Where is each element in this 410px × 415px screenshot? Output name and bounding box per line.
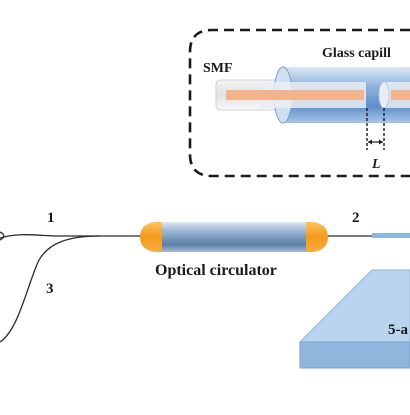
translation-stage xyxy=(298,269,410,369)
fiber-core-right xyxy=(391,90,410,100)
fiber-port-3 xyxy=(0,235,101,343)
inset-panel: SMF Glass capill L xyxy=(188,28,410,178)
stage-label: 5-a xyxy=(388,322,408,338)
gap-arrowhead-left xyxy=(368,139,372,145)
smf-label: SMF xyxy=(203,61,233,76)
port-2-label: 2 xyxy=(352,210,360,226)
circulator-left-cap xyxy=(140,222,162,252)
fiber-input-left xyxy=(0,231,5,241)
port-1-label: 1 xyxy=(47,210,55,226)
glass-capillary-label: Glass capill xyxy=(322,46,391,61)
fiber-port-1 xyxy=(0,234,148,239)
circulator-right-cap xyxy=(306,222,328,252)
sensor-probe xyxy=(372,233,410,238)
gap-arrowhead-right xyxy=(379,139,383,145)
optical-circulator xyxy=(140,222,328,252)
port-3-label: 3 xyxy=(46,281,54,297)
smf-right-end xyxy=(378,81,390,109)
optical-circulator-label: Optical circulator xyxy=(155,262,277,279)
fiber-core-left xyxy=(226,90,364,100)
gap-length-label: L xyxy=(371,157,381,172)
circulator-body xyxy=(160,222,308,252)
stage-front-face xyxy=(299,341,410,369)
fiber-paths xyxy=(0,231,410,343)
